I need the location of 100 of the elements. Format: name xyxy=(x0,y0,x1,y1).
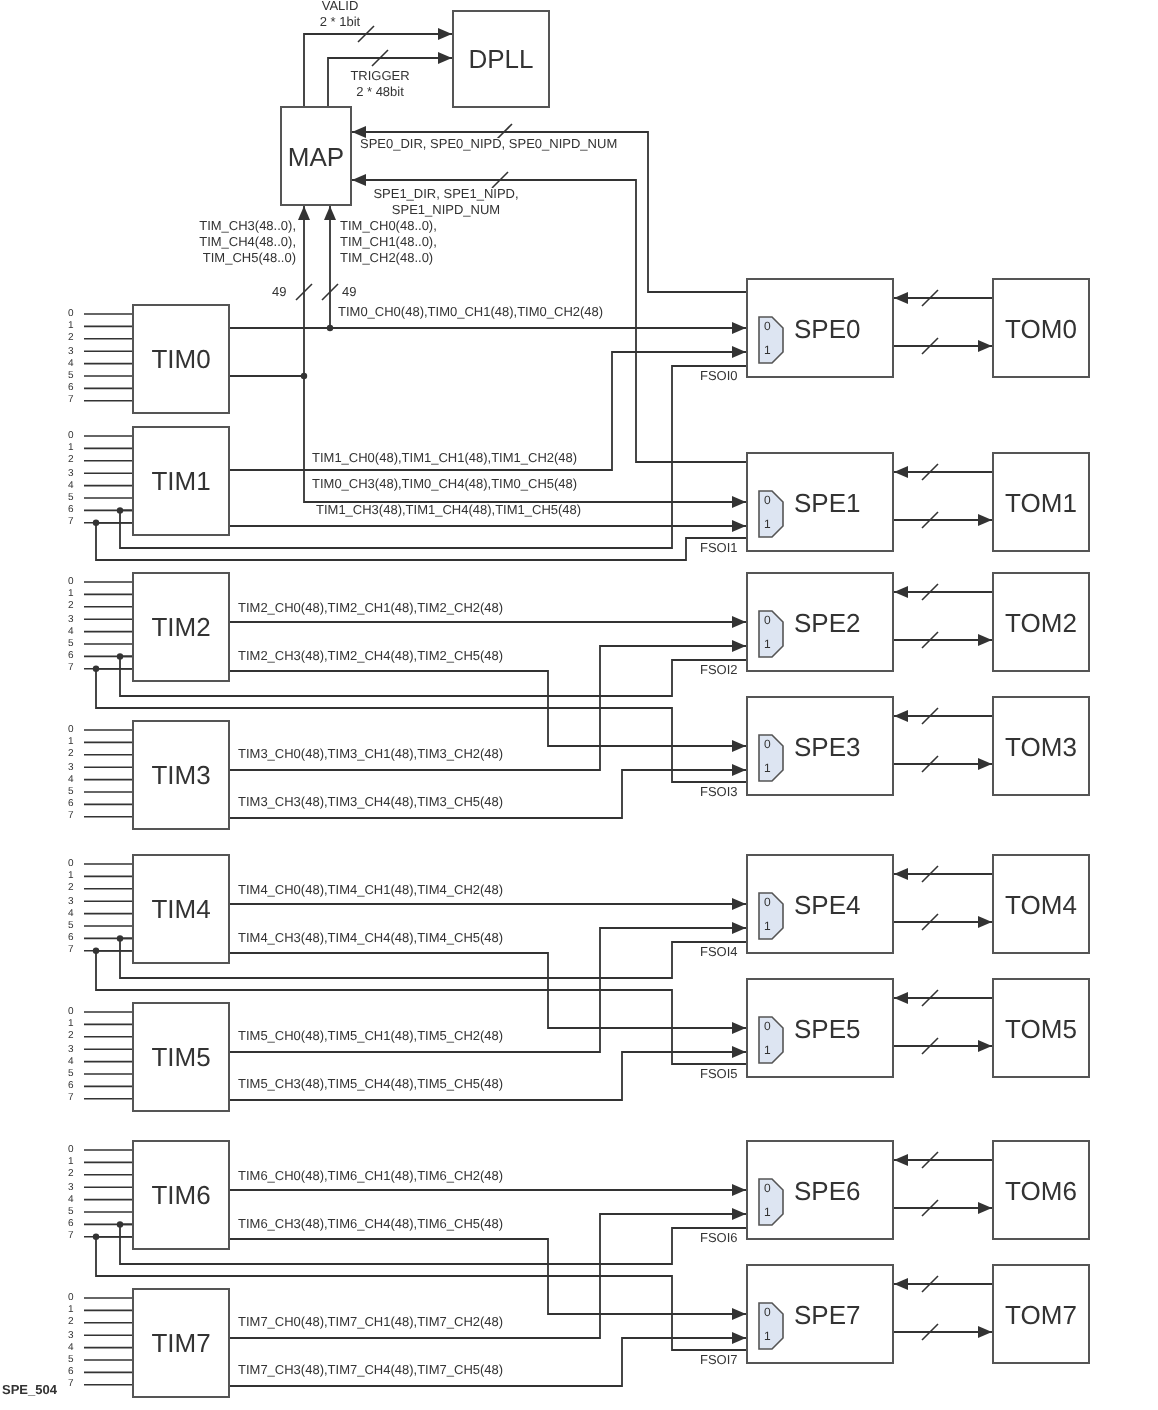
process-box xyxy=(132,304,230,414)
arrow xyxy=(893,1278,993,1290)
arrow xyxy=(893,916,993,928)
process-box xyxy=(992,572,1090,672)
process-box xyxy=(132,426,230,536)
box-label: TIM1 xyxy=(149,466,213,496)
arrow xyxy=(303,28,453,107)
process-box xyxy=(132,1288,230,1398)
box-label: SPE0 xyxy=(794,313,861,343)
box-label: SPE5 xyxy=(794,1013,861,1043)
arrow xyxy=(893,758,993,770)
arrow xyxy=(893,340,993,352)
arrow xyxy=(893,292,993,304)
arrow xyxy=(893,514,993,526)
box-label: TOM2 xyxy=(1003,607,1079,637)
process-box xyxy=(746,978,894,1078)
process-box xyxy=(746,452,894,552)
arrow xyxy=(229,670,747,752)
connector-line xyxy=(95,1235,747,1351)
box-label: MAP xyxy=(285,141,347,171)
process-box xyxy=(746,278,894,378)
arrow xyxy=(893,634,993,646)
box-label: TOM0 xyxy=(1003,313,1079,343)
process-box xyxy=(992,1264,1090,1364)
box-label: TIM4 xyxy=(149,894,213,924)
process-box xyxy=(280,106,352,206)
arrow xyxy=(893,710,993,722)
arrow xyxy=(351,174,747,463)
process-box xyxy=(746,1140,894,1240)
process-box xyxy=(132,1002,230,1112)
process-box xyxy=(132,720,230,830)
box-label: TOM6 xyxy=(1003,1175,1079,1205)
process-box xyxy=(992,278,1090,378)
connector-line xyxy=(119,1223,747,1265)
arrow xyxy=(229,1208,747,1339)
box-label: TIM0 xyxy=(149,344,213,374)
arrow xyxy=(229,922,747,1053)
multiplexer-symbol xyxy=(758,610,784,658)
box-label: TIM7 xyxy=(149,1328,213,1358)
connector-line xyxy=(119,365,747,549)
arrow xyxy=(229,764,747,819)
arrow xyxy=(893,1154,993,1166)
box-label: SPE7 xyxy=(794,1299,861,1329)
arrow xyxy=(893,1202,993,1214)
process-box xyxy=(132,1140,230,1250)
process-box xyxy=(132,854,230,964)
box-label: TOM4 xyxy=(1003,889,1079,919)
process-box xyxy=(746,854,894,954)
arrow xyxy=(229,1046,747,1101)
arrow xyxy=(351,126,747,293)
multiplexer-symbol xyxy=(758,734,784,782)
box-label: SPE3 xyxy=(794,731,861,761)
process-box xyxy=(452,10,550,108)
connector-line xyxy=(119,655,747,697)
arrow xyxy=(229,375,747,508)
arrow xyxy=(229,1238,747,1320)
process-box xyxy=(992,452,1090,552)
box-label: TOM1 xyxy=(1003,487,1079,517)
arrow xyxy=(893,868,993,880)
process-box xyxy=(992,854,1090,954)
arrow xyxy=(893,1326,993,1338)
process-box xyxy=(746,1264,894,1364)
multiplexer-symbol xyxy=(758,1302,784,1350)
multiplexer-symbol xyxy=(758,490,784,538)
multiplexer-symbol xyxy=(758,1178,784,1226)
arrow xyxy=(229,952,747,1034)
arrow xyxy=(893,466,993,478)
box-label: TOM7 xyxy=(1003,1299,1079,1329)
arrow xyxy=(229,346,747,471)
arrow xyxy=(893,1040,993,1052)
process-box xyxy=(132,572,230,682)
arrow xyxy=(229,898,747,910)
box-label: TIM6 xyxy=(149,1180,213,1210)
connector-line xyxy=(95,667,747,783)
box-label: TIM3 xyxy=(149,760,213,790)
arrow xyxy=(229,640,747,771)
process-box xyxy=(746,696,894,796)
process-box xyxy=(992,696,1090,796)
connector-line xyxy=(95,521,747,561)
box-label: TIM5 xyxy=(149,1042,213,1072)
process-box xyxy=(992,1140,1090,1240)
arrow xyxy=(327,52,453,107)
multiplexer-symbol xyxy=(758,1016,784,1064)
multiplexer-symbol xyxy=(758,316,784,364)
arrow xyxy=(229,1332,747,1387)
process-box xyxy=(746,572,894,672)
connector-line xyxy=(119,937,747,979)
box-label: SPE2 xyxy=(794,607,861,637)
box-label: SPE1 xyxy=(794,487,861,517)
arrow xyxy=(229,520,747,532)
process-box xyxy=(992,978,1090,1078)
arrow xyxy=(229,1184,747,1196)
box-label: TOM3 xyxy=(1003,731,1079,761)
arrow xyxy=(893,586,993,598)
arrow xyxy=(229,322,747,334)
connector-line xyxy=(95,949,747,1065)
box-label: TIM2 xyxy=(149,612,213,642)
arrow xyxy=(893,992,993,1004)
box-label: TOM5 xyxy=(1003,1013,1079,1043)
box-label: SPE4 xyxy=(794,889,861,919)
